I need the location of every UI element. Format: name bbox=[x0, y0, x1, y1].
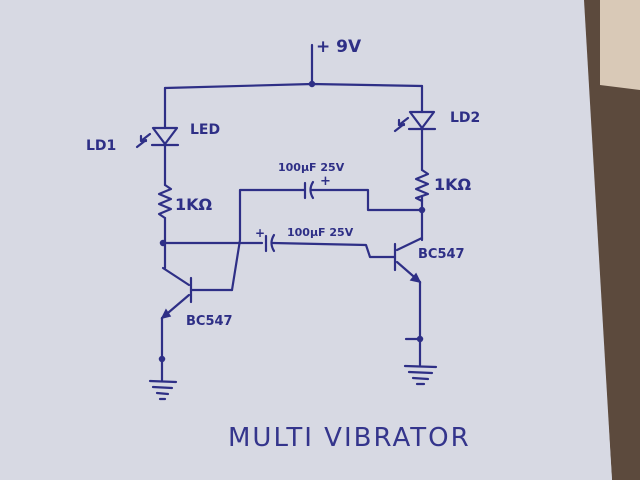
top-rail bbox=[163, 82, 424, 90]
svg-text:+: + bbox=[255, 226, 265, 240]
led-right-designator: LD2 bbox=[450, 110, 480, 126]
transistor-left bbox=[160, 266, 234, 320]
led-left-designator: LD1 bbox=[86, 138, 116, 154]
transistor-left-part: BC547 bbox=[186, 314, 233, 329]
table-edge bbox=[582, 0, 640, 480]
capacitor-top-value: 100μF 25V bbox=[278, 161, 345, 174]
left-base-wire bbox=[230, 188, 307, 292]
background-wall bbox=[578, 0, 640, 90]
supply-label: + 9V bbox=[316, 37, 362, 57]
resistor-left bbox=[157, 183, 173, 220]
diagram-title: MULTI VIBRATOR bbox=[228, 423, 471, 453]
top-cap-right-wire bbox=[309, 188, 424, 212]
resistor-left-value: 1KΩ bbox=[175, 195, 213, 214]
resistor-right-value: 1KΩ bbox=[434, 175, 472, 194]
ground-right bbox=[403, 364, 438, 386]
right-node bbox=[418, 206, 426, 214]
right-base-wire bbox=[271, 241, 397, 259]
ground-left bbox=[148, 379, 178, 401]
resistor-right bbox=[414, 168, 430, 203]
transistor-right-part: BC547 bbox=[418, 247, 465, 262]
capacitor-bottom-value: 100μF 25V bbox=[287, 226, 354, 239]
led-left-type: LED bbox=[190, 122, 220, 138]
left-ground-node bbox=[158, 355, 166, 363]
capacitor-bottom: + bbox=[255, 226, 276, 253]
paper-sheet bbox=[0, 0, 612, 480]
svg-text:+: + bbox=[320, 174, 331, 189]
transistor-right bbox=[393, 236, 424, 284]
